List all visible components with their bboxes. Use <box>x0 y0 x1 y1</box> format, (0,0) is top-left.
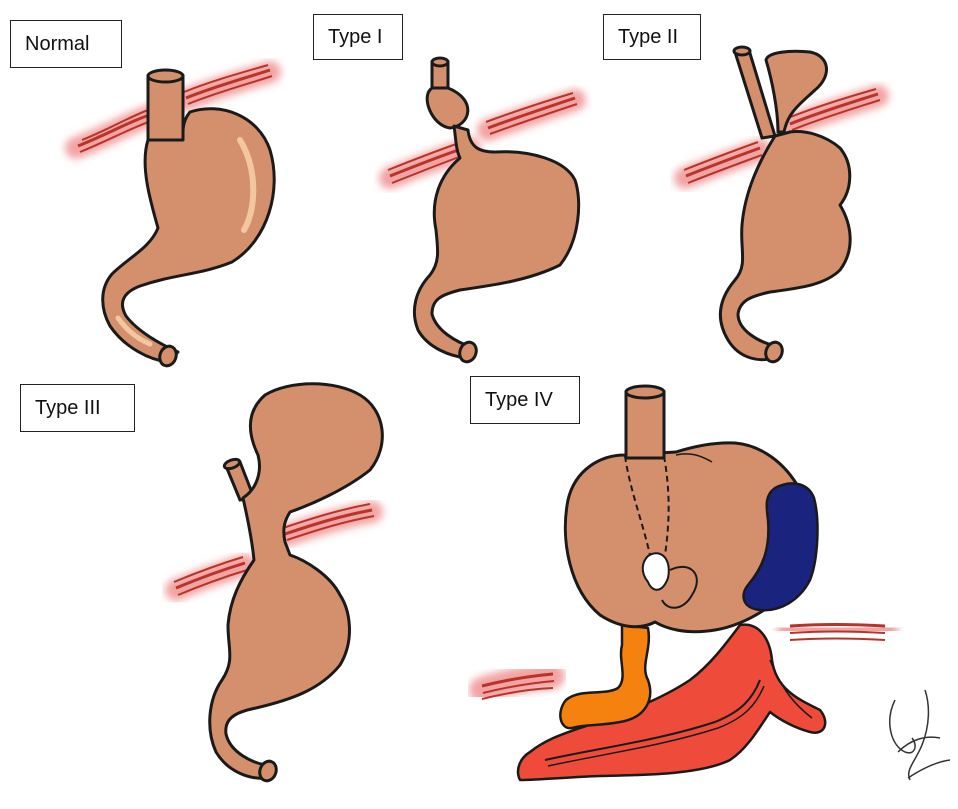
normal-panel <box>76 65 274 368</box>
label-type-iii: Type III <box>20 384 135 432</box>
type2-panel <box>684 47 880 364</box>
esophagus <box>626 392 664 458</box>
small-bowel <box>560 625 650 728</box>
diaphragm-band <box>184 65 272 104</box>
hernia-sac <box>427 88 468 128</box>
type4-panel <box>482 386 885 780</box>
esophagus-opening <box>148 70 183 82</box>
type3-panel <box>174 384 382 783</box>
diaphragm-band <box>684 142 762 183</box>
stomach <box>103 109 274 362</box>
label-normal: Normal <box>10 20 122 68</box>
label-type-ii: Type II <box>603 14 701 60</box>
diaphragm-band <box>486 93 577 134</box>
stomach <box>210 384 383 779</box>
label-type-i: Type I <box>313 14 403 60</box>
esophagus-opening <box>432 58 448 66</box>
diaphragm-band <box>482 674 554 699</box>
esophagus-opening <box>734 47 750 55</box>
diaphragm-band <box>790 625 885 641</box>
type1-panel <box>388 58 579 364</box>
label-type-iv: Type IV <box>470 376 580 424</box>
artist-signature <box>890 690 950 780</box>
esophagus-opening <box>626 386 664 398</box>
